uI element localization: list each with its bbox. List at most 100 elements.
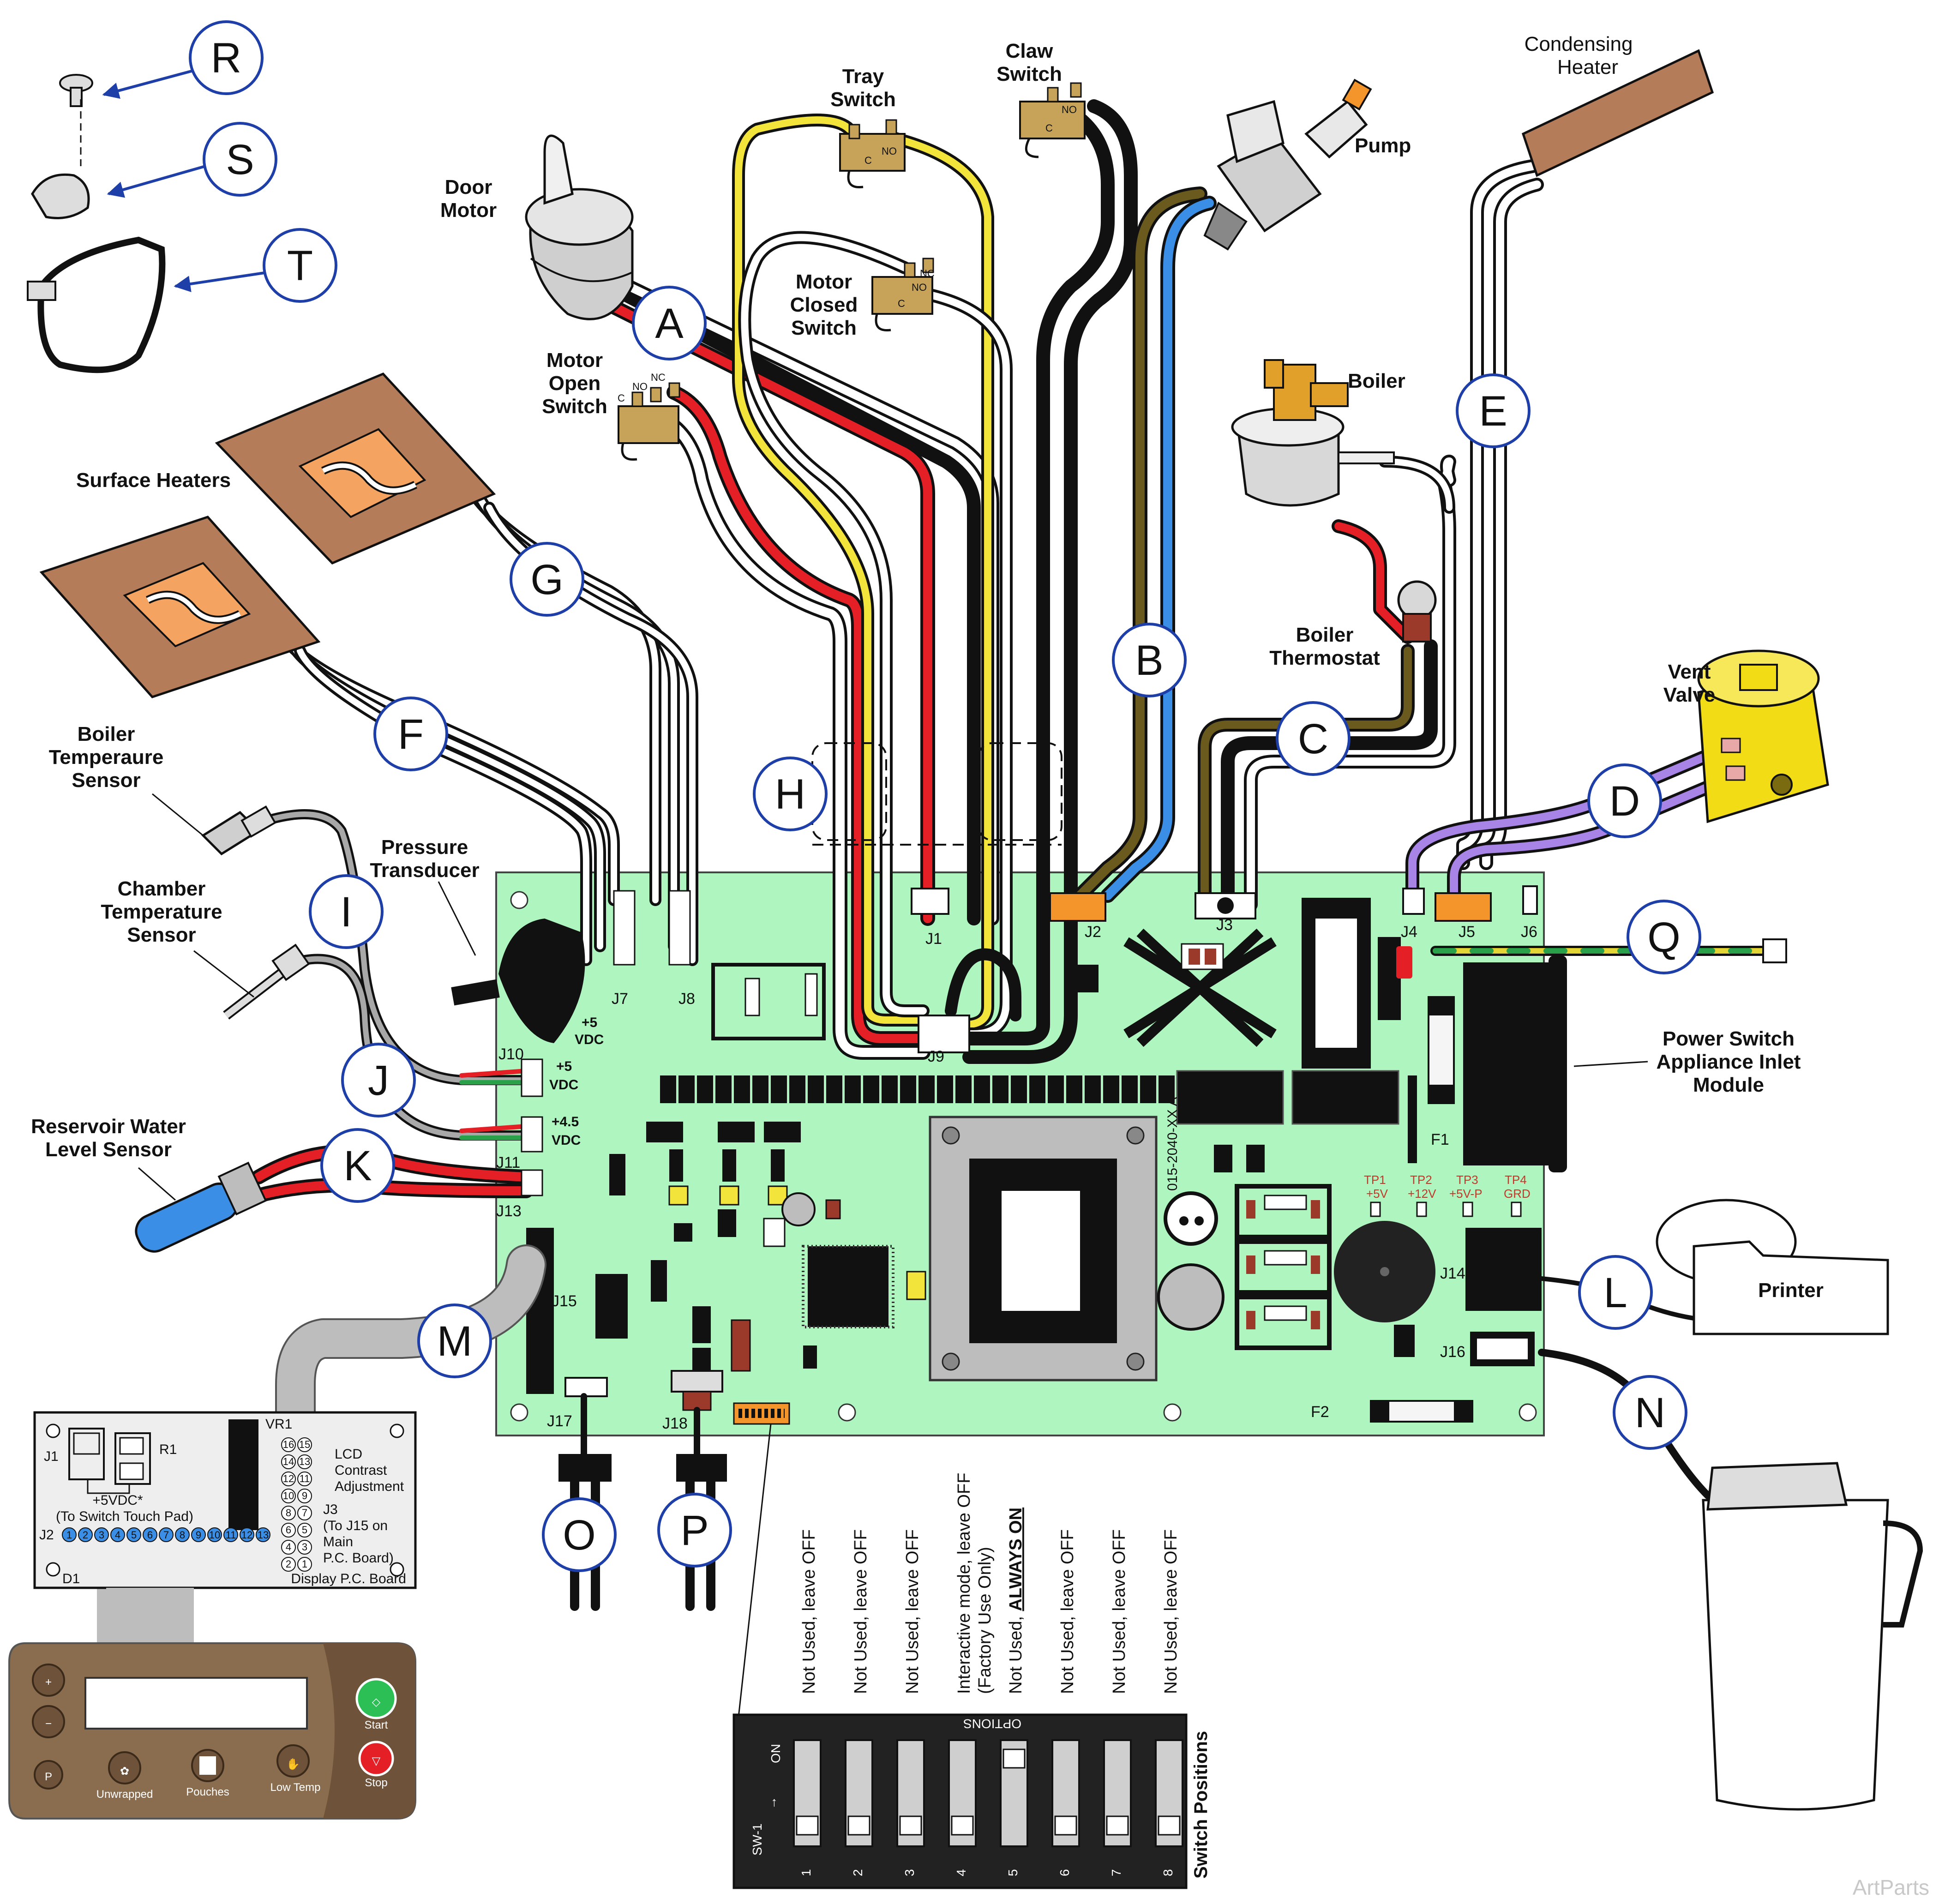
dip-switch-1[interactable]: 1 [793, 1739, 822, 1876]
callout-l: L [1578, 1255, 1653, 1330]
dip-switch-2[interactable]: 2 [845, 1739, 873, 1876]
label-leaders [80, 99, 1648, 1201]
callout-leaders [102, 68, 268, 292]
unwrapped-icon: ✿ [120, 1765, 129, 1778]
callout-m: M [417, 1303, 492, 1378]
connector-j9: J9 [928, 1048, 944, 1065]
watermark: ArtParts [1853, 1875, 1929, 1899]
claw-switch-label-2: Switch [997, 63, 1062, 85]
surface-heater-upper [215, 372, 496, 565]
door-motor [525, 134, 634, 320]
lcd-label-2: Contrast [335, 1463, 387, 1478]
pressure-transducer-label-1: Pressure [381, 836, 468, 859]
printer-label: Printer [1758, 1279, 1824, 1302]
connector-j18: J18 [662, 1415, 688, 1432]
pressure-transducer-label-2: Transducer [370, 859, 479, 882]
dip-description-text: Not Used, leave OFF [1110, 1529, 1129, 1694]
j7-voltage-2: VDC [575, 1032, 604, 1047]
callout-t-label: T [287, 242, 313, 289]
dip-description-text: Not Used, ALWAYS ON [1006, 1508, 1026, 1694]
switch-positions-title: Switch Positions [1191, 1731, 1211, 1879]
j11-voltage-2: VDC [552, 1133, 581, 1148]
minus-key[interactable]: − [32, 1705, 65, 1738]
display-r1: R1 [159, 1442, 177, 1457]
surface-heater-lower [39, 516, 321, 698]
display-j1: J1 [44, 1449, 59, 1464]
dip-description-text: Not Used, leave OFF [799, 1529, 819, 1694]
display-pc-board: J1 R1 VR1 +5VDC* (To Switch Touch Pad) J… [33, 1411, 417, 1589]
dip-switch-number-6: 6 [1057, 1869, 1072, 1876]
tray-switch [839, 119, 906, 189]
j3-pin-label: 1 [302, 1558, 307, 1570]
callout-o-label: O [563, 1512, 596, 1559]
relay-row [660, 1075, 1175, 1103]
dip-description-text: Not Used, leave OFF [1058, 1529, 1077, 1694]
callout-i: I [309, 874, 384, 949]
callout-m-label: M [437, 1318, 473, 1365]
power-switch-label-2: Appliance Inlet [1657, 1051, 1801, 1073]
j2-pin: 3 [94, 1527, 109, 1542]
motor-open-switch-no: NO [632, 381, 648, 392]
start-icon: ◇ [372, 1696, 381, 1708]
pouches-label: Pouches [186, 1786, 229, 1798]
p-key-label: P [45, 1771, 52, 1783]
connector-j14: J14 [1440, 1265, 1465, 1282]
j3-pin: 11 [297, 1472, 312, 1486]
dip-switch-number-5: 5 [1006, 1869, 1020, 1876]
tray-switch-no: NO [882, 145, 897, 157]
callout-k: K [320, 1128, 395, 1203]
main-pc-board [495, 871, 1567, 1718]
power-switch-module [1463, 955, 1567, 1172]
j3-pin: 12 [281, 1472, 296, 1486]
stop-key[interactable]: ▽ Stop [358, 1741, 394, 1789]
j3-pin-label: 6 [286, 1524, 291, 1536]
dip-description-3: Not Used, leave OFF [903, 1529, 922, 1694]
connector-j8: J8 [678, 990, 695, 1008]
dip-switch-3[interactable]: 3 [896, 1739, 925, 1876]
j2-pin: 7 [159, 1527, 174, 1542]
motor-closed-switch-nc: NC [920, 268, 935, 279]
callout-p-label: P [680, 1507, 708, 1554]
connector-j11: J11 [496, 1154, 520, 1171]
dip-switch-4[interactable]: 4 [948, 1739, 977, 1876]
p-key[interactable]: P [34, 1760, 63, 1790]
heat-sink [1123, 928, 1277, 1047]
dip-switch-8[interactable]: 8 [1155, 1739, 1183, 1876]
j3-pin: 8 [281, 1506, 296, 1520]
display-j2: J2 [39, 1527, 54, 1543]
j2-pin: 5 [126, 1527, 141, 1542]
connector-j4: J4 [1401, 923, 1417, 941]
low-temp-key[interactable]: ✋ Low Temp [270, 1744, 321, 1794]
dip-switch-5[interactable]: 5 [1000, 1739, 1028, 1876]
pouches-key[interactable]: Pouches [186, 1749, 229, 1798]
dip-switch-number-8: 8 [1161, 1869, 1175, 1876]
j3-pin: 14 [281, 1454, 296, 1469]
tp3-value: +5V-P [1449, 1187, 1483, 1201]
motor-open-switch [618, 382, 680, 461]
j3-pin-label: 15 [299, 1439, 310, 1450]
callout-n-label: N [1635, 1389, 1665, 1436]
dip-switch-number-4: 4 [954, 1869, 968, 1876]
dip-switch-7[interactable]: 7 [1103, 1739, 1132, 1876]
callout-f-label: F [398, 711, 424, 758]
callout-b-label: B [1135, 637, 1163, 684]
j3-pin: 10 [281, 1489, 296, 1503]
pump [1203, 78, 1372, 251]
plus-key[interactable]: + [32, 1664, 65, 1697]
dip-switch-6[interactable]: 6 [1051, 1739, 1080, 1876]
callout-n: N [1613, 1375, 1687, 1450]
j11-voltage-1: +4.5 [552, 1114, 579, 1129]
unwrapped-key[interactable]: ✿ Unwrapped [96, 1751, 153, 1801]
dip-options-label: OPTIONS [963, 1717, 1021, 1731]
j2-pin-label: 1 [66, 1529, 72, 1541]
display-j3: J3 [323, 1502, 338, 1517]
reservoir-sensor [135, 1161, 267, 1253]
dip-description-text: Interactive mode, leave OFF [954, 1473, 974, 1694]
reservoir-sensor-label-2: Level Sensor [45, 1138, 172, 1161]
fuse-f1: F1 [1431, 1131, 1449, 1148]
display-supply: +5VDC* [92, 1493, 143, 1508]
start-key[interactable]: ◇ Start [355, 1678, 397, 1731]
door-motor-label-1: Door [445, 176, 492, 198]
